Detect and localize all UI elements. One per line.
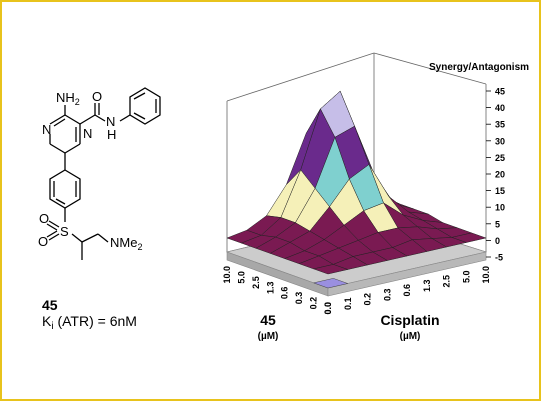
z-tick-label: 25 bbox=[495, 153, 505, 163]
x-tick-label: 0.6 bbox=[280, 287, 290, 300]
y-tick-label: 0.6 bbox=[402, 284, 412, 297]
y-axis-ticks: 0.0 0.1 0.2 0.3 0.6 1.3 2.5 5.0 10.0 bbox=[323, 266, 491, 315]
atom-h-amide: H bbox=[107, 127, 116, 142]
surface-cell-origin bbox=[312, 278, 349, 289]
atom-n-ring-bottom: N bbox=[83, 126, 92, 141]
x-tick-label: 10.0 bbox=[222, 266, 232, 284]
z-tick-label: 0 bbox=[495, 236, 500, 246]
z-tick-label: 15 bbox=[495, 186, 505, 196]
y-tick-label: 0.2 bbox=[363, 293, 373, 306]
chemical-structure bbox=[46, 87, 161, 260]
atom-n-amide: N bbox=[106, 114, 115, 129]
atom-nme2: NMe2 bbox=[110, 235, 142, 252]
surface-cell bbox=[312, 264, 349, 275]
atom-o-sulfonyl-top: O bbox=[39, 211, 49, 226]
x-tick-label: 0.2 bbox=[309, 297, 319, 310]
atom-n-ring-left: N bbox=[42, 122, 51, 137]
y-axis-unit: (µM) bbox=[400, 331, 421, 342]
y-tick-label: 0.0 bbox=[323, 302, 333, 315]
x-tick-label: 0.0 bbox=[323, 302, 333, 315]
chart-floor-edge-right bbox=[327, 251, 487, 297]
atom-o-carbonyl: O bbox=[92, 89, 102, 104]
y-axis-label: Cisplatin bbox=[380, 312, 439, 328]
z-tick-label: 35 bbox=[495, 120, 505, 130]
z-tick-label: 45 bbox=[495, 87, 505, 97]
surface-mesh bbox=[226, 90, 487, 289]
synergy-surface-chart: 45 40 35 30 25 20 15 10 5 0 -5 10.0 5.0 2.5 1.3 0.6 0.3… bbox=[222, 52, 529, 342]
atom-s-sulfonyl: S bbox=[60, 224, 69, 239]
z-tick-label: 40 bbox=[495, 103, 505, 113]
z-tick-label: -5 bbox=[495, 253, 503, 263]
x-axis-ticks: 10.0 5.0 2.5 1.3 0.6 0.3 0.2 0.0 bbox=[222, 266, 333, 315]
x-axis-label: 45 bbox=[260, 312, 276, 328]
x-tick-label: 1.3 bbox=[265, 281, 275, 294]
ki-value: Ki (ATR) = 6nM bbox=[42, 313, 137, 332]
y-tick-label: 10.0 bbox=[481, 266, 491, 284]
atom-nh2: NH2 bbox=[56, 90, 80, 107]
y-tick-label: 0.1 bbox=[343, 298, 353, 311]
y-tick-label: 1.3 bbox=[422, 280, 432, 293]
z-axis-ticks: 45 40 35 30 25 20 15 10 5 0 -5 bbox=[486, 87, 505, 263]
x-tick-label: 2.5 bbox=[251, 276, 261, 289]
x-axis-unit: (µM) bbox=[258, 331, 279, 342]
y-tick-label: 5.0 bbox=[461, 271, 471, 284]
z-tick-label: 20 bbox=[495, 170, 505, 180]
x-tick-label: 5.0 bbox=[236, 271, 246, 284]
z-tick-label: 30 bbox=[495, 136, 505, 146]
compound-number: 45 bbox=[42, 297, 58, 313]
y-tick-label: 2.5 bbox=[442, 275, 452, 288]
y-tick-label: 0.3 bbox=[382, 289, 392, 302]
z-tick-label: 5 bbox=[495, 219, 500, 229]
atom-o-sulfonyl-left: O bbox=[38, 234, 48, 249]
chart-title: Synergy/Antagonism bbox=[429, 62, 529, 73]
z-tick-label: 10 bbox=[495, 203, 505, 213]
atom-labels: NH2 O N N N H O O S NMe2 bbox=[38, 89, 142, 252]
x-tick-label: 0.3 bbox=[294, 292, 304, 305]
